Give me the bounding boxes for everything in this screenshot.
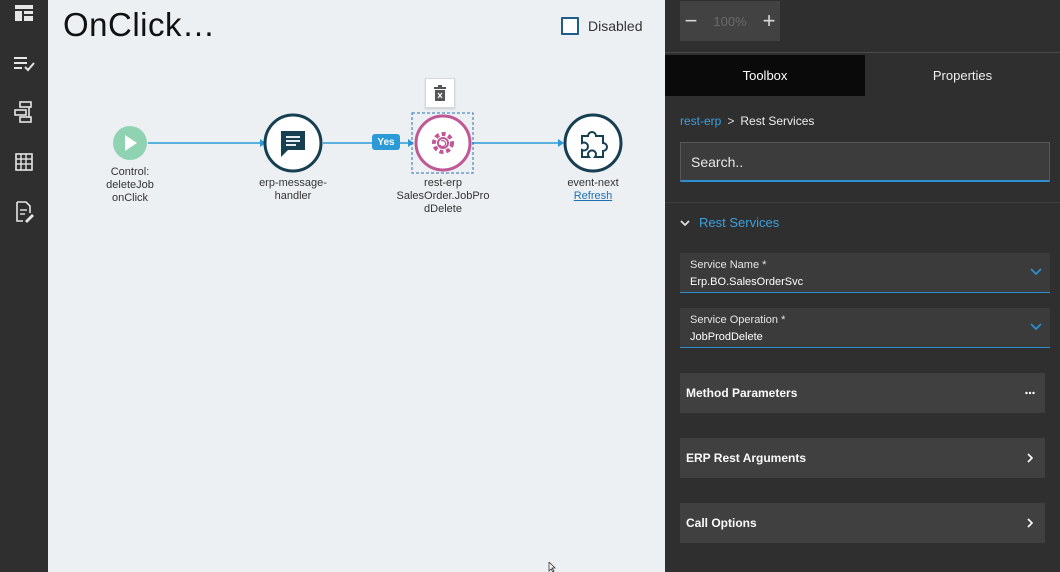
chat-message-icon (281, 131, 305, 157)
table-icon[interactable] (11, 149, 37, 175)
yes-condition-badge: Yes (372, 134, 400, 150)
trash-icon (434, 85, 446, 101)
breadcrumb: rest-erp > Rest Services (680, 114, 814, 128)
left-rail (0, 0, 48, 572)
breadcrumb-link-rest-erp[interactable]: rest-erp (680, 114, 722, 128)
node-rest-erp[interactable] (414, 114, 472, 172)
breadcrumb-current: Rest Services (740, 114, 815, 128)
connector-arrowhead (260, 139, 266, 147)
node-label-control: Control: deleteJob onClick (90, 166, 170, 205)
disabled-toggle[interactable]: Disabled (561, 17, 642, 35)
zoom-out-button[interactable]: − (684, 8, 698, 33)
disabled-checkbox[interactable] (561, 17, 579, 35)
checklist-icon[interactable] (11, 50, 37, 76)
tab-properties[interactable]: Properties (865, 55, 1060, 96)
service-name-select[interactable]: Service Name * Erp.BO.SalesOrderSvc (680, 253, 1050, 293)
side-panel: − 100% + Toolbox Properties rest-erp > Res… (665, 0, 1060, 572)
workflow-icon[interactable] (11, 99, 37, 125)
node-label-line: dDelete (424, 203, 462, 215)
accordion-call-options[interactable]: Call Options (680, 503, 1045, 543)
node-label-event-next: event-next Refresh (548, 177, 638, 203)
flow-graph (113, 112, 623, 174)
accordion-method-parameters[interactable]: Method Parameters (680, 373, 1045, 413)
service-operation-select[interactable]: Service Operation * JobProdDelete (680, 308, 1050, 348)
node-label-line: erp-message- (259, 177, 327, 189)
chevron-down-icon (1030, 323, 1042, 331)
node-event-next[interactable] (563, 113, 623, 173)
layout-icon[interactable] (11, 0, 37, 26)
chevron-down-icon (680, 219, 690, 226)
refresh-link[interactable]: Refresh (573, 190, 613, 202)
service-name-label: Service Name * (690, 259, 767, 271)
section-rest-services-toggle[interactable]: Rest Services (680, 215, 779, 230)
connector-arrowhead (408, 139, 414, 147)
zoom-in-button[interactable]: + (762, 8, 776, 33)
service-name-value: Erp.BO.SalesOrderSvc (690, 276, 804, 288)
edit-document-icon[interactable] (11, 199, 37, 225)
zoom-level: 100% (713, 13, 747, 29)
service-operation-value: JobProdDelete (690, 331, 763, 343)
chevron-right-icon (1025, 518, 1035, 528)
divider (665, 52, 1060, 53)
breadcrumb-separator: > (727, 114, 735, 128)
divider (665, 202, 1060, 203)
workflow-canvas[interactable]: OnClick… Disabled (48, 0, 665, 572)
chevron-right-icon (1025, 453, 1035, 463)
chevron-down-icon (1030, 268, 1042, 276)
node-label-line: handler (274, 190, 312, 202)
page-title: OnClick… (63, 6, 216, 43)
more-dots-icon[interactable] (1025, 388, 1035, 398)
search-input[interactable]: Search.. (680, 142, 1050, 182)
node-label-line: onClick (111, 192, 149, 204)
puzzle-icon (581, 131, 608, 158)
node-erp-message-handler[interactable] (263, 113, 323, 173)
accordion-erp-rest-arguments[interactable]: ERP Rest Arguments (680, 438, 1045, 478)
node-label-line: deleteJob (106, 179, 154, 191)
play-icon (125, 135, 137, 151)
delete-node-button[interactable] (425, 78, 455, 108)
node-label-line: Control: (110, 166, 150, 178)
node-label-line: SalesOrder.JobPro (396, 190, 490, 202)
selection-box (411, 112, 474, 174)
accordion-label: Method Parameters (686, 386, 798, 400)
zoom-control: − 100% + (680, 1, 780, 41)
tab-toolbox[interactable]: Toolbox (665, 55, 865, 96)
accordion-label: Call Options (686, 516, 757, 530)
node-control[interactable] (113, 126, 147, 160)
mouse-cursor-icon (548, 562, 556, 572)
service-operation-label: Service Operation * (690, 314, 786, 326)
section-title: Rest Services (699, 215, 780, 230)
node-label-rest-erp: rest-erp SalesOrder.JobPro dDelete (388, 177, 498, 216)
connector-arrowhead (558, 139, 564, 147)
node-label-line: rest-erp (424, 177, 462, 189)
accordion-label: ERP Rest Arguments (686, 451, 807, 465)
gear-sync-icon (432, 132, 454, 154)
node-label-erp-message-handler: erp-message- handler (248, 177, 338, 203)
node-label-line: event-next (567, 177, 619, 189)
disabled-label: Disabled (588, 18, 643, 34)
